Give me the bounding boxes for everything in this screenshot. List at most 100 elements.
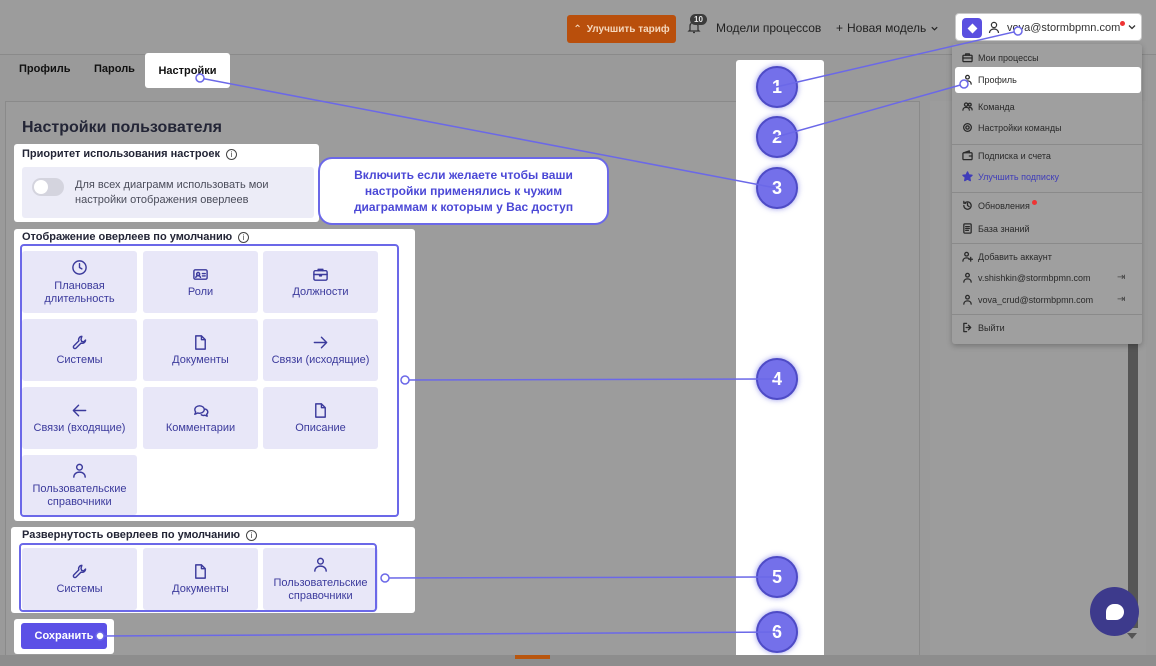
comments-icon	[192, 401, 210, 419]
menu-item-upgrade-subscription[interactable]: Улучшить подписку	[962, 171, 1059, 182]
gear-icon	[963, 123, 972, 132]
tile-links-incoming[interactable]: Связи (входящие)	[22, 387, 137, 449]
user-icon	[988, 21, 1000, 34]
tile-planned-duration[interactable]: Плановая длительность	[22, 251, 137, 313]
menu-item-label: База знаний	[978, 223, 1030, 234]
chat-button[interactable]	[1090, 587, 1139, 636]
menu-item-label: Профиль	[978, 74, 1017, 85]
user-icon	[71, 462, 89, 480]
tile-comments[interactable]: Комментарии	[143, 387, 258, 449]
step-badge-3: 3	[756, 167, 798, 209]
save-button[interactable]: Сохранить	[21, 623, 107, 649]
menu-item-label: Улучшить подписку	[978, 171, 1059, 182]
tile-roles[interactable]: Роли	[143, 251, 258, 313]
menu-item-account-shishkin[interactable]: v.shishkin@stormbpmn.com	[962, 272, 1091, 283]
bottom-bar	[0, 655, 1156, 666]
menu-item-label: Мои процессы	[978, 52, 1039, 63]
menu-item-label: Добавить аккаунт	[978, 251, 1052, 262]
tile-label: Системы	[56, 583, 103, 595]
menu-item-label: Команда	[978, 101, 1015, 112]
menu-item-label: Выйти	[978, 322, 1005, 333]
tile-user-directories[interactable]: Пользовательские справочники	[22, 455, 137, 515]
menu-item-account-crud[interactable]: vova_crud@stormbpmn.com	[962, 294, 1093, 305]
user-menu-toggle[interactable]: vova@stormbpmn.com	[955, 13, 1142, 41]
tab-settings[interactable]: Настройки	[145, 53, 230, 88]
menu-item-label: vova_crud@stormbpmn.com	[978, 294, 1094, 305]
process-models-link[interactable]: Модели процессов	[716, 21, 822, 35]
user-icon	[963, 294, 972, 305]
new-model-dropdown[interactable]: + Новая модель	[836, 21, 939, 35]
app-logo	[962, 18, 982, 38]
logout-icon	[963, 322, 972, 333]
wrench-icon	[71, 333, 89, 351]
expand-tile-documents[interactable]: Документы	[143, 548, 258, 610]
highlight-box-4	[20, 244, 399, 517]
menu-item-my-processes[interactable]: Мои процессы	[962, 52, 1039, 63]
priority-toggle[interactable]	[32, 178, 64, 196]
step-badge-4: 4	[756, 358, 798, 400]
priority-title-text: Приоритет использования настроек	[22, 148, 220, 160]
menu-item-subscription[interactable]: Подписка и счета	[962, 150, 1051, 161]
user-icon	[963, 74, 972, 85]
id-card-icon	[192, 265, 210, 283]
upgrade-plan-button[interactable]: ⌃ Улучшить тариф	[567, 15, 676, 43]
document-icon	[312, 401, 330, 419]
tile-label: Пользовательские справочники	[273, 576, 368, 602]
user-icon	[963, 272, 972, 283]
upgrade-plan-label: Улучшить тариф	[586, 23, 670, 35]
briefcase-icon	[962, 53, 973, 63]
tile-documents[interactable]: Документы	[143, 319, 258, 381]
add-user-icon	[962, 251, 973, 262]
menu-divider	[952, 314, 1142, 315]
tile-positions[interactable]: Должности	[263, 251, 378, 313]
menu-divider	[952, 243, 1142, 244]
menu-item-updates[interactable]: Обновления	[962, 200, 1037, 211]
tile-label: Описание	[295, 422, 346, 434]
chevron-down-icon	[931, 26, 938, 31]
menu-item-team-settings[interactable]: Настройки команды	[962, 122, 1062, 133]
menu-item-label: Настройки команды	[978, 122, 1062, 133]
scroll-down-arrow[interactable]	[1127, 633, 1137, 639]
expand-tile-user-directories[interactable]: Пользовательские справочники	[263, 548, 378, 610]
clock-icon	[71, 259, 89, 277]
scrollbar[interactable]	[1128, 343, 1138, 628]
tile-description[interactable]: Описание	[263, 387, 378, 449]
info-icon[interactable]: i	[246, 529, 258, 541]
tile-links-outgoing[interactable]: Связи (исходящие)	[263, 319, 378, 381]
arrow-right-icon	[312, 333, 330, 351]
tab-password[interactable]: Пароль	[94, 63, 135, 75]
menu-item-knowledge-base[interactable]: База знаний	[962, 223, 1030, 234]
tile-label: Связи (исходящие)	[271, 354, 370, 366]
chevrons-up-icon: ⌃	[573, 23, 582, 35]
tile-label: Плановая длительность	[44, 279, 115, 305]
tile-label: Должности	[292, 286, 349, 298]
document-icon	[192, 562, 210, 580]
info-icon[interactable]: i	[225, 148, 237, 160]
info-icon[interactable]: i	[238, 231, 250, 243]
wrench-icon	[71, 562, 89, 580]
switch-account-icon[interactable]: ⇥	[1117, 294, 1126, 305]
menu-divider	[952, 192, 1142, 193]
menu-item-team[interactable]: Команда	[962, 101, 1015, 112]
user-icon	[312, 556, 330, 574]
overlay-expand-title: Развернутость оверлеев по умолчанию i	[22, 529, 258, 541]
notifications-count-badge: 10	[690, 14, 707, 25]
menu-item-add-account[interactable]: Добавить аккаунт	[962, 251, 1052, 262]
bottom-accent	[515, 655, 550, 659]
page-title: Настройки пользователя	[22, 119, 222, 136]
step-badge-6: 6	[756, 611, 798, 653]
expand-tile-systems[interactable]: Системы	[22, 548, 137, 610]
menu-item-label: Обновления	[978, 200, 1030, 211]
switch-account-icon[interactable]: ⇥	[1117, 272, 1126, 283]
menu-item-logout[interactable]: Выйти	[962, 322, 1005, 333]
menu-divider	[952, 144, 1142, 145]
user-dropdown-menu	[952, 44, 1142, 344]
chat-bubble-icon	[1105, 603, 1124, 620]
tab-profile[interactable]: Профиль	[19, 63, 71, 75]
step-badge-5: 5	[756, 556, 798, 598]
briefcase-icon	[312, 265, 330, 283]
priority-toggle-label: Для всех диаграмм использовать мои настр…	[75, 179, 269, 206]
menu-item-profile[interactable]: Профиль	[962, 74, 1017, 85]
tile-systems[interactable]: Системы	[22, 319, 137, 381]
tile-label: Документы	[172, 583, 229, 595]
